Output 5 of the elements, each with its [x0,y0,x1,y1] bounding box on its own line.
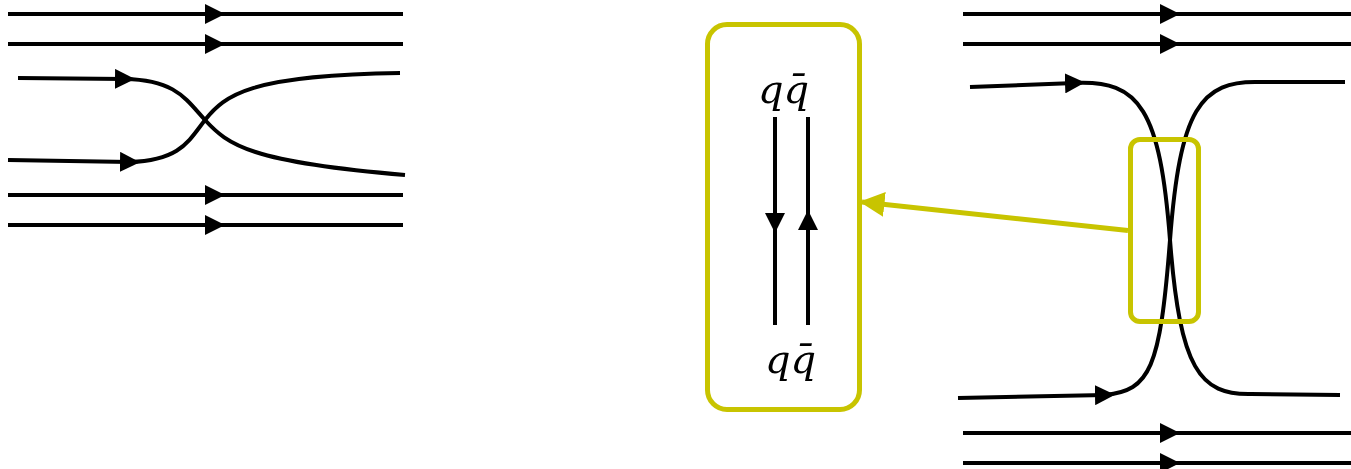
math-label: qq̄ [758,67,810,111]
math-label: qq̄ [765,337,817,381]
highlight-box [1128,137,1201,324]
arrow [859,191,1129,233]
process-box [705,22,862,412]
